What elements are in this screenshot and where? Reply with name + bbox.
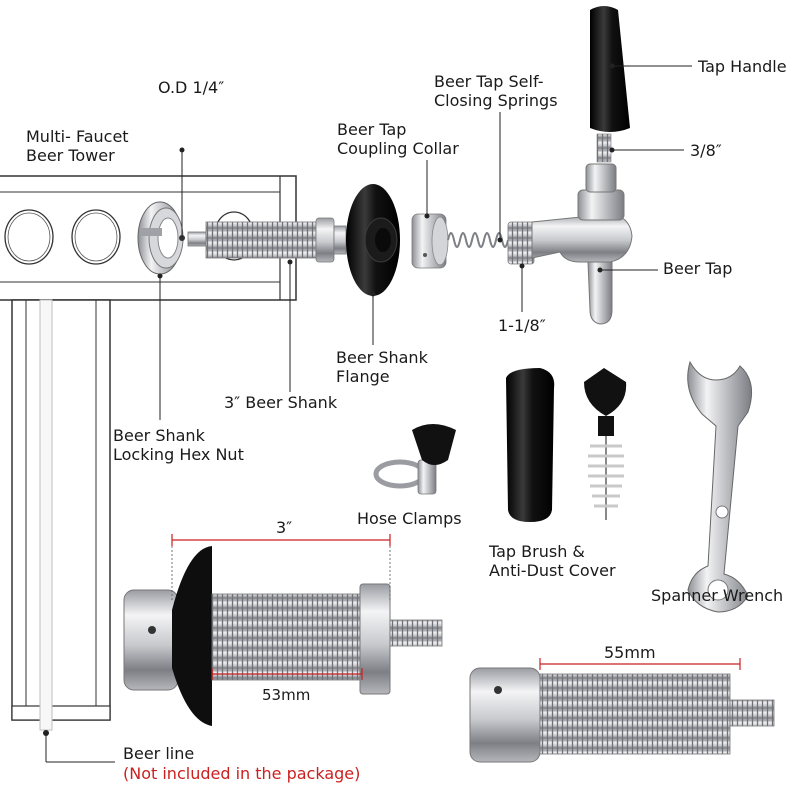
- shank-flange-icon: [346, 184, 400, 345]
- label-three-eighths: 3/8″: [690, 141, 722, 160]
- label-coupling-collar: Beer Tap Coupling Collar: [337, 120, 459, 158]
- label-hex-nut-line1: Beer Shank: [113, 426, 205, 445]
- dust-cover-icon: [506, 368, 555, 522]
- label-tap-brush-line1: Tap Brush &: [489, 542, 585, 561]
- label-shank-flange-line2: Flange: [336, 367, 390, 386]
- label-self-closing-springs-line1: Beer Tap Self-: [434, 72, 544, 91]
- label-od: O.D 1/4″: [158, 78, 225, 97]
- label-beer-tap: Beer Tap: [663, 259, 733, 278]
- label-self-closing-springs-line2: Closing Springs: [434, 91, 558, 110]
- label-self-closing-springs: Beer Tap Self- Closing Springs: [434, 72, 558, 110]
- beer-line-icon: [39, 299, 115, 763]
- label-shank-flange: Beer Shank Flange: [336, 348, 428, 386]
- label-coupling-collar-line2: Coupling Collar: [337, 139, 459, 158]
- spring-icon: [447, 112, 509, 248]
- tap-brush-icon: [584, 368, 627, 520]
- label-hose-clamps: Hose Clamps: [357, 509, 462, 528]
- label-beer-tower-line2: Beer Tower: [26, 146, 115, 165]
- label-tap-handle: Tap Handle: [698, 57, 787, 76]
- shank-assembly-icon: [123, 534, 443, 726]
- label-beer-tower-line1: Multi- Faucet: [26, 127, 129, 146]
- spanner-wrench-icon: [687, 360, 753, 613]
- coupling-collar-icon: [411, 160, 449, 269]
- shank-short-icon: [469, 658, 775, 763]
- label-one-one-eighth: 1-1/8″: [498, 316, 546, 335]
- label-tap-brush-line2: Anti-Dust Cover: [489, 561, 616, 580]
- dim-3in: 3″: [276, 518, 293, 537]
- label-beer-shank: 3″ Beer Shank: [224, 393, 338, 412]
- beer-tower-icon: [0, 175, 297, 721]
- label-hex-nut: Beer Shank Locking Hex Nut: [113, 426, 244, 464]
- label-shank-flange-line1: Beer Shank: [336, 348, 428, 367]
- label-beer-tower: Multi- Faucet Beer Tower: [26, 127, 129, 165]
- label-beer-line-note: (Not included in the package): [123, 764, 361, 783]
- label-coupling-collar-line1: Beer Tap: [337, 120, 407, 139]
- label-hex-nut-line2: Locking Hex Nut: [113, 445, 244, 464]
- label-beer-line: Beer line: [123, 744, 195, 763]
- tap-handle-icon: [590, 6, 692, 163]
- dim-55mm: 55mm: [604, 643, 656, 662]
- beer-shank-icon: [187, 217, 347, 392]
- hex-nut-icon: [137, 147, 185, 420]
- dim-53mm: 53mm: [262, 686, 311, 704]
- label-tap-brush: Tap Brush & Anti-Dust Cover: [489, 542, 616, 580]
- label-spanner: Spanner Wrench: [651, 586, 784, 605]
- beer-tap-faucet-icon: [507, 163, 658, 325]
- hose-clamp-icon: [373, 424, 456, 495]
